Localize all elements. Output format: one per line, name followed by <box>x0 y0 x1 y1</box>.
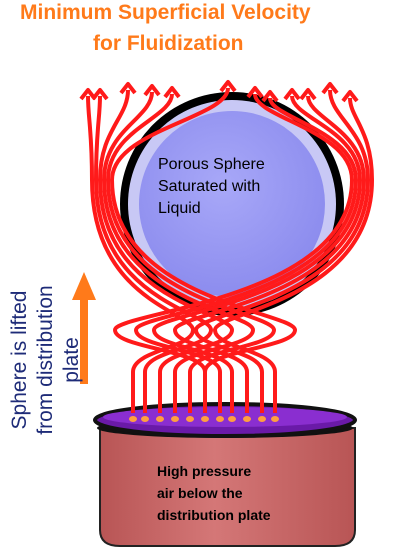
chamber-label-line: air below the <box>157 485 243 501</box>
side-label-line: from distribution <box>34 285 57 435</box>
chamber-label-line: High pressure <box>157 463 252 479</box>
sphere-label: Porous Sphere Saturated with Liquid <box>158 154 308 220</box>
air-flow-arrow-icon <box>134 97 358 413</box>
flow-arrowhead-icon <box>261 90 279 103</box>
flow-arrowhead-icon <box>299 88 317 101</box>
air-flow-arrow-icon <box>102 91 255 413</box>
flow-arrowhead-icon <box>79 88 97 101</box>
plate-hole <box>129 416 137 422</box>
air-flow-arrow-icon <box>194 89 370 413</box>
title-line-2: for Fluidization <box>93 32 244 55</box>
plate-hole <box>271 416 279 422</box>
flow-arrowhead-icon <box>246 86 264 99</box>
plate-hole <box>171 416 179 422</box>
flow-arrowhead-icon <box>143 84 161 97</box>
sphere-label-line: Liquid <box>158 200 201 217</box>
side-label-line: Sphere is lifted <box>8 290 31 430</box>
plate-hole <box>156 416 164 422</box>
flow-arrowhead-icon <box>341 90 359 103</box>
air-flow-arrow-icon <box>113 93 354 413</box>
flow-arrowhead-icon <box>91 88 109 101</box>
plate-hole <box>258 416 266 422</box>
plate-hole <box>243 416 251 422</box>
chamber-label: High pressure air below the distribution… <box>157 460 327 526</box>
plate-hole <box>216 416 224 422</box>
flow-arrowhead-icon <box>163 86 181 99</box>
title-line-1: Minimum Superficial Velocity <box>20 1 311 24</box>
air-flow-lines <box>79 80 374 413</box>
plate-holes <box>129 416 279 422</box>
plate-hole <box>186 416 194 422</box>
sphere-label-line: Saturated with <box>158 178 261 195</box>
air-flow-arrow-icon <box>213 97 374 413</box>
side-label-line: plate <box>60 337 83 383</box>
flow-arrowhead-icon <box>219 80 237 93</box>
sphere-label-line: Porous Sphere <box>158 156 265 173</box>
chamber-label-line: distribution plate <box>157 507 271 523</box>
plate-hole <box>228 416 236 422</box>
air-flow-arrow-icon <box>152 95 362 413</box>
porous-sphere <box>120 92 344 316</box>
distribution-plate <box>93 402 357 438</box>
flow-arrowhead-icon <box>283 88 301 101</box>
plate-hole <box>141 416 149 422</box>
flow-arrowhead-icon <box>119 82 137 95</box>
air-flow-arrow-icon <box>173 95 366 413</box>
flow-arrowhead-icon <box>321 82 339 95</box>
plate-hole <box>201 416 209 422</box>
air-flow-arrow-icon <box>110 87 297 413</box>
air-chamber <box>99 427 356 547</box>
up-arrow-icon <box>72 272 96 384</box>
